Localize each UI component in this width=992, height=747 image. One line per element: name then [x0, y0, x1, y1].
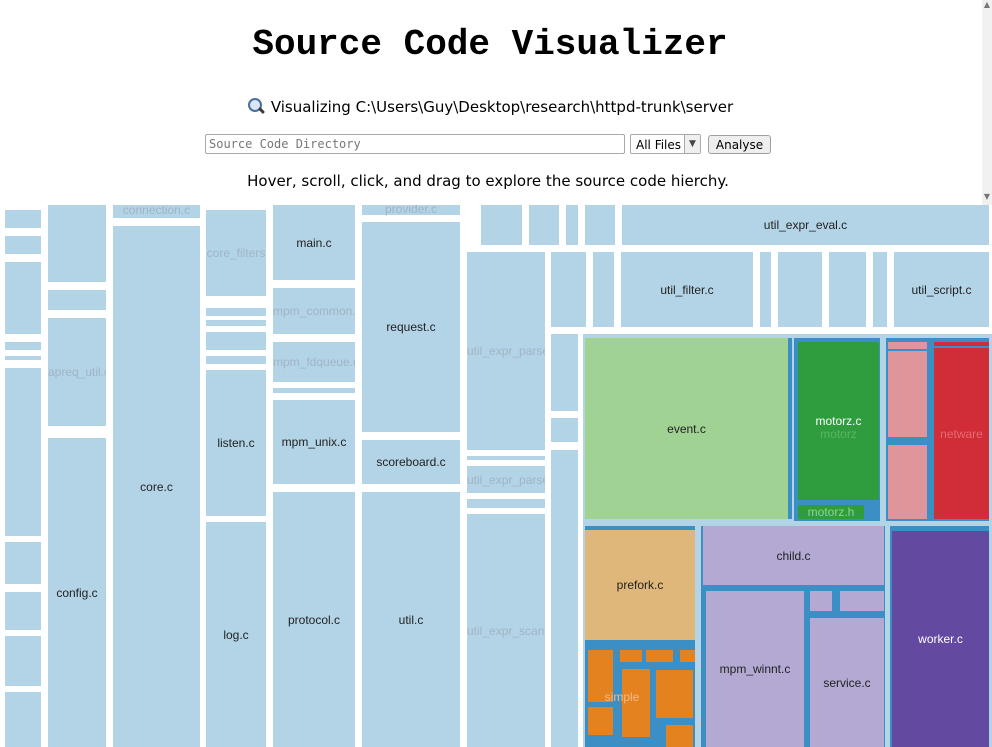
treemap-cell[interactable] [551, 450, 578, 747]
treemap-cell[interactable] [810, 591, 832, 611]
treemap-cell-core[interactable]: core.c [113, 226, 200, 747]
treemap-cell-config[interactable]: config.c [48, 438, 106, 747]
treemap-cell-child[interactable]: child.c [703, 526, 884, 585]
treemap-cell-worker[interactable]: worker.c [892, 531, 989, 747]
instructions-text: Hover, scroll, click, and drag to explor… [247, 172, 729, 190]
treemap-cell-mpm-unix[interactable]: mpm_unix.c [273, 400, 355, 484]
treemap[interactable]: apreq_util.c config.c connection.c core.… [0, 205, 992, 747]
treemap-cell[interactable] [620, 650, 642, 662]
treemap-cell-mpm-common[interactable]: mpm_common. [273, 288, 355, 334]
treemap-cell[interactable] [656, 670, 693, 718]
treemap-cell[interactable] [551, 418, 578, 442]
treemap-cell[interactable] [622, 669, 650, 737]
treemap-cell[interactable] [5, 262, 41, 334]
treemap-cell-connection[interactable]: connection.c [113, 205, 200, 218]
treemap-cell[interactable] [888, 445, 927, 519]
treemap-cell-core-filters[interactable]: core_filters [206, 210, 266, 296]
treemap-cell[interactable] [5, 342, 41, 350]
treemap-cell[interactable] [5, 236, 41, 254]
treemap-cell-main[interactable]: main.c [273, 205, 355, 280]
treemap-cell-protocol[interactable]: protocol.c [273, 492, 355, 747]
treemap-cell-service[interactable]: service.c [810, 618, 884, 747]
treemap-cell[interactable] [888, 351, 927, 437]
treemap-cell[interactable] [206, 332, 266, 350]
treemap-cell-util-script[interactable]: util_script.c [894, 252, 989, 327]
event-folder-border [788, 338, 792, 519]
treemap-cell-event[interactable]: event.c [585, 338, 788, 519]
treemap-cell-util-expr-parse-h[interactable]: util_expr_parse [467, 466, 545, 493]
treemap-cell[interactable] [646, 650, 673, 662]
treemap-cell-provider[interactable]: provider.c [362, 205, 460, 216]
treemap-cell-apreq-util[interactable]: apreq_util.c [48, 318, 106, 426]
treemap-cell[interactable] [873, 252, 887, 327]
treemap-cell[interactable] [680, 650, 695, 662]
analyse-button[interactable]: Analyse [708, 135, 771, 154]
treemap-cell[interactable] [48, 205, 106, 282]
treemap-cell-util[interactable]: util.c [362, 492, 460, 747]
treemap-cell[interactable] [273, 388, 355, 393]
treemap-cell[interactable] [566, 205, 578, 245]
page-title: Source Code Visualizer [252, 24, 728, 65]
treemap-cell[interactable] [588, 650, 613, 702]
source-directory-input[interactable] [205, 134, 625, 154]
treemap-cell-util-expr-scan[interactable]: util_expr_scan. [467, 514, 545, 747]
treemap-cell[interactable] [5, 692, 41, 747]
treemap-cell[interactable] [5, 356, 41, 360]
treemap-cell[interactable] [5, 592, 41, 630]
treemap-cell-netware[interactable]: netware [934, 348, 989, 519]
treemap-cell-log[interactable]: log.c [206, 522, 266, 747]
treemap-cell[interactable] [5, 636, 41, 686]
treemap-cell[interactable] [5, 542, 41, 584]
treemap-cell[interactable] [48, 290, 106, 310]
treemap-cell-prefork[interactable]: prefork.c [585, 530, 695, 640]
treemap-cell-util-expr-eval[interactable]: util_expr_eval.c [622, 205, 989, 245]
treemap-cell[interactable] [481, 205, 522, 245]
treemap-cell[interactable] [666, 725, 693, 747]
treemap-cell[interactable] [5, 210, 41, 228]
treemap-cell[interactable] [551, 334, 578, 411]
treemap-cell[interactable] [778, 252, 822, 327]
treemap-cell[interactable] [467, 456, 545, 460]
scroll-down-arrow-icon[interactable]: ▼ [983, 192, 991, 201]
treemap-cell[interactable] [467, 499, 545, 508]
file-filter-value: All Files [636, 138, 682, 152]
treemap-cell[interactable] [206, 320, 266, 326]
treemap-cell[interactable] [206, 356, 266, 364]
treemap-cell[interactable] [934, 342, 989, 346]
visualizing-status: Visualizing C:\Users\Guy\Desktop\researc… [0, 97, 980, 116]
file-filter-select[interactable]: All Files ▼ [630, 134, 701, 154]
treemap-cell-listen[interactable]: listen.c [206, 370, 266, 516]
visualizing-path: Visualizing C:\Users\Guy\Desktop\researc… [270, 98, 734, 116]
magnifying-glass-icon [247, 97, 265, 115]
treemap-cell[interactable] [593, 252, 614, 327]
treemap-cell-scoreboard[interactable]: scoreboard.c [362, 440, 460, 484]
treemap-cell-request[interactable]: request.c [362, 222, 460, 432]
scroll-up-arrow-icon[interactable]: ▲ [983, 0, 991, 9]
treemap-cell[interactable] [760, 252, 771, 327]
treemap-cell[interactable] [551, 252, 586, 327]
treemap-cell[interactable] [5, 368, 41, 536]
scrollbar-track[interactable] [982, 0, 992, 205]
treemap-cell[interactable] [585, 205, 615, 245]
treemap-cell-motorz-h[interactable]: motorz.h [798, 505, 864, 519]
treemap-cell[interactable] [206, 308, 266, 316]
treemap-cell[interactable] [840, 591, 884, 611]
treemap-cell-mpm-fdqueue[interactable]: mpm_fdqueue.c [273, 342, 355, 382]
treemap-cell[interactable] [829, 252, 866, 327]
treemap-cell-util-expr-parse-c[interactable]: util_expr_parse [467, 252, 545, 450]
treemap-cell-mpm-winnt[interactable]: mpm_winnt.c [706, 591, 804, 747]
treemap-cell[interactable] [888, 342, 927, 349]
treemap-cell[interactable] [588, 707, 613, 735]
treemap-cell-util-filter[interactable]: util_filter.c [621, 252, 753, 327]
chevron-down-icon[interactable]: ▼ [684, 135, 700, 153]
treemap-cell[interactable] [529, 205, 559, 245]
